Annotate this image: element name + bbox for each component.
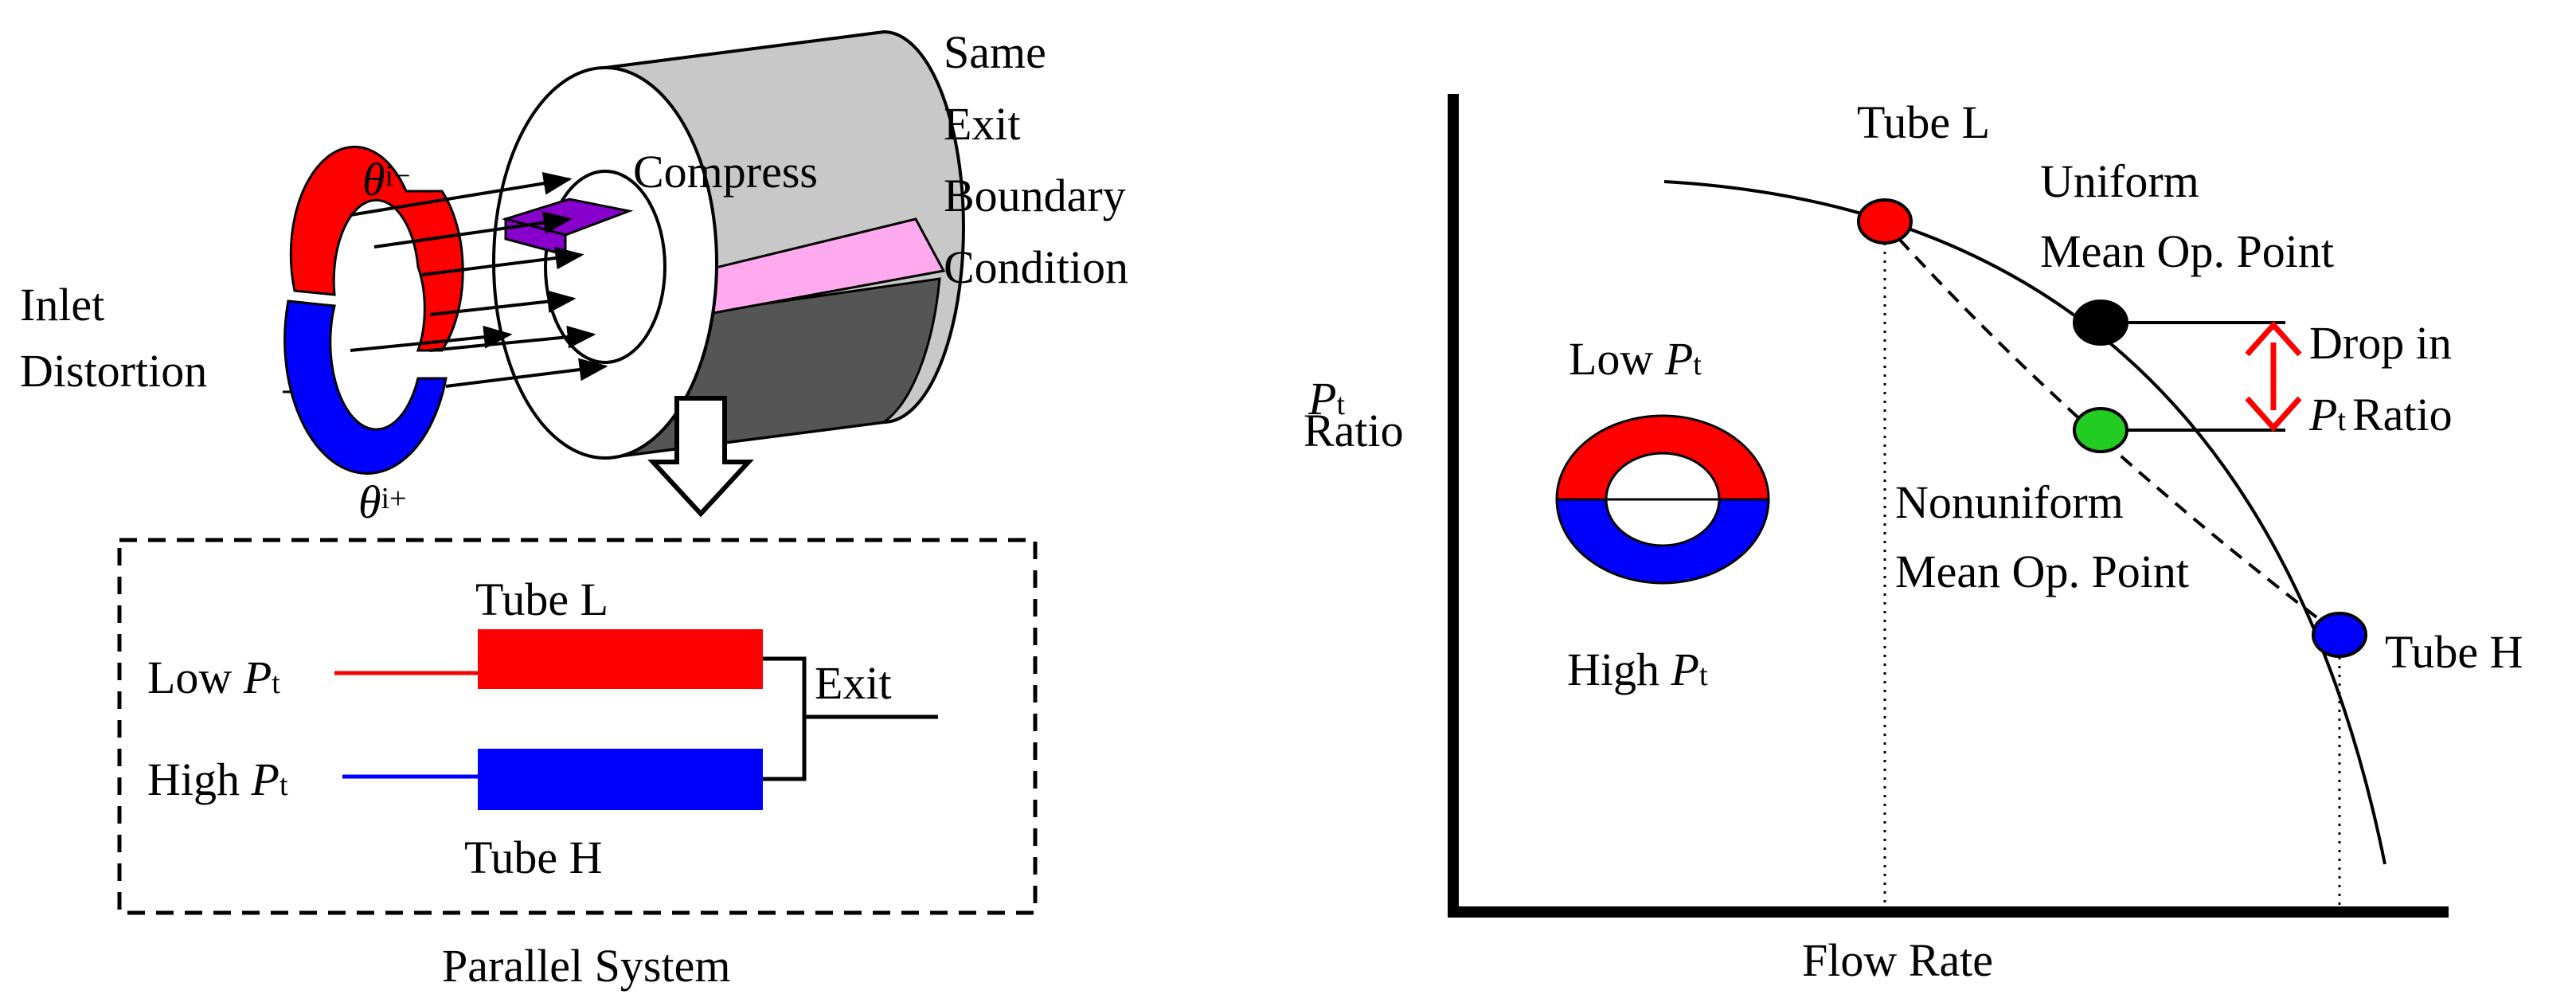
tube-h-label: Tube H (464, 832, 603, 883)
ring-low-pt-label: Low Pt (1569, 333, 1702, 385)
low-pt-label: Low Pt (147, 652, 280, 703)
boundary-line-2: Exit (944, 98, 1021, 150)
y-axis-label: Pt (1308, 373, 1345, 425)
exit-label: Exit (815, 657, 892, 709)
tube-l-label: Tube L (475, 573, 608, 625)
ring-blue-half (1555, 498, 1770, 585)
compressor-illustration (492, 29, 965, 460)
ring-high-pt-label: High Pt (1567, 644, 1708, 695)
nonuniform-label-2: Mean Op. Point (1895, 546, 2189, 597)
x-axis-label: Flow Rate (1802, 934, 1993, 986)
y-axis-label-2: Ratio (1304, 405, 1404, 456)
characteristic-curve (1663, 180, 2386, 865)
exit-connector (763, 656, 938, 781)
tube-h-point (2312, 612, 2367, 658)
tube-l-point (1857, 198, 1913, 245)
compress-label: Compress (633, 146, 818, 198)
parallel-system-box (117, 538, 1038, 915)
distortion-label: Distortion (20, 345, 207, 397)
tube-h-point-label: Tube H (2385, 626, 2523, 678)
boundary-line-4: Condition (944, 241, 1128, 293)
nonuniform-mean-point (2073, 407, 2128, 453)
inlet-label: Inlet (20, 279, 104, 331)
inlet-red-half (289, 145, 464, 352)
drop-label-1: Drop in (2309, 317, 2452, 369)
inlet-blue-half (283, 299, 448, 476)
boundary-line-1: Same (944, 26, 1046, 78)
inlet-distortion-ring (283, 145, 464, 476)
tube-h-bar (478, 749, 763, 810)
distortion-ring-legend (1555, 414, 1770, 585)
parallel-system-title: Parallel System (442, 940, 730, 992)
nonuniform-label-1: Nonuniform (1895, 476, 2124, 528)
tube-l-point-label: Tube L (1857, 96, 1990, 148)
high-pt-label: High Pt (147, 753, 288, 805)
ring-red-half (1555, 414, 1770, 501)
tube-l-bar (478, 629, 763, 689)
uniform-label-2: Mean Op. Point (2040, 225, 2334, 277)
uniform-label-1: Uniform (2040, 155, 2199, 207)
flow-arrows (350, 172, 608, 388)
uniform-mean-point (2073, 299, 2128, 346)
theta-minus-label: θi− (362, 154, 411, 205)
performance-chart (1448, 94, 2449, 918)
boundary-line-3: Boundary (944, 170, 1126, 221)
down-arrow-icon (647, 396, 754, 518)
theta-plus-label: θi+ (358, 476, 407, 528)
